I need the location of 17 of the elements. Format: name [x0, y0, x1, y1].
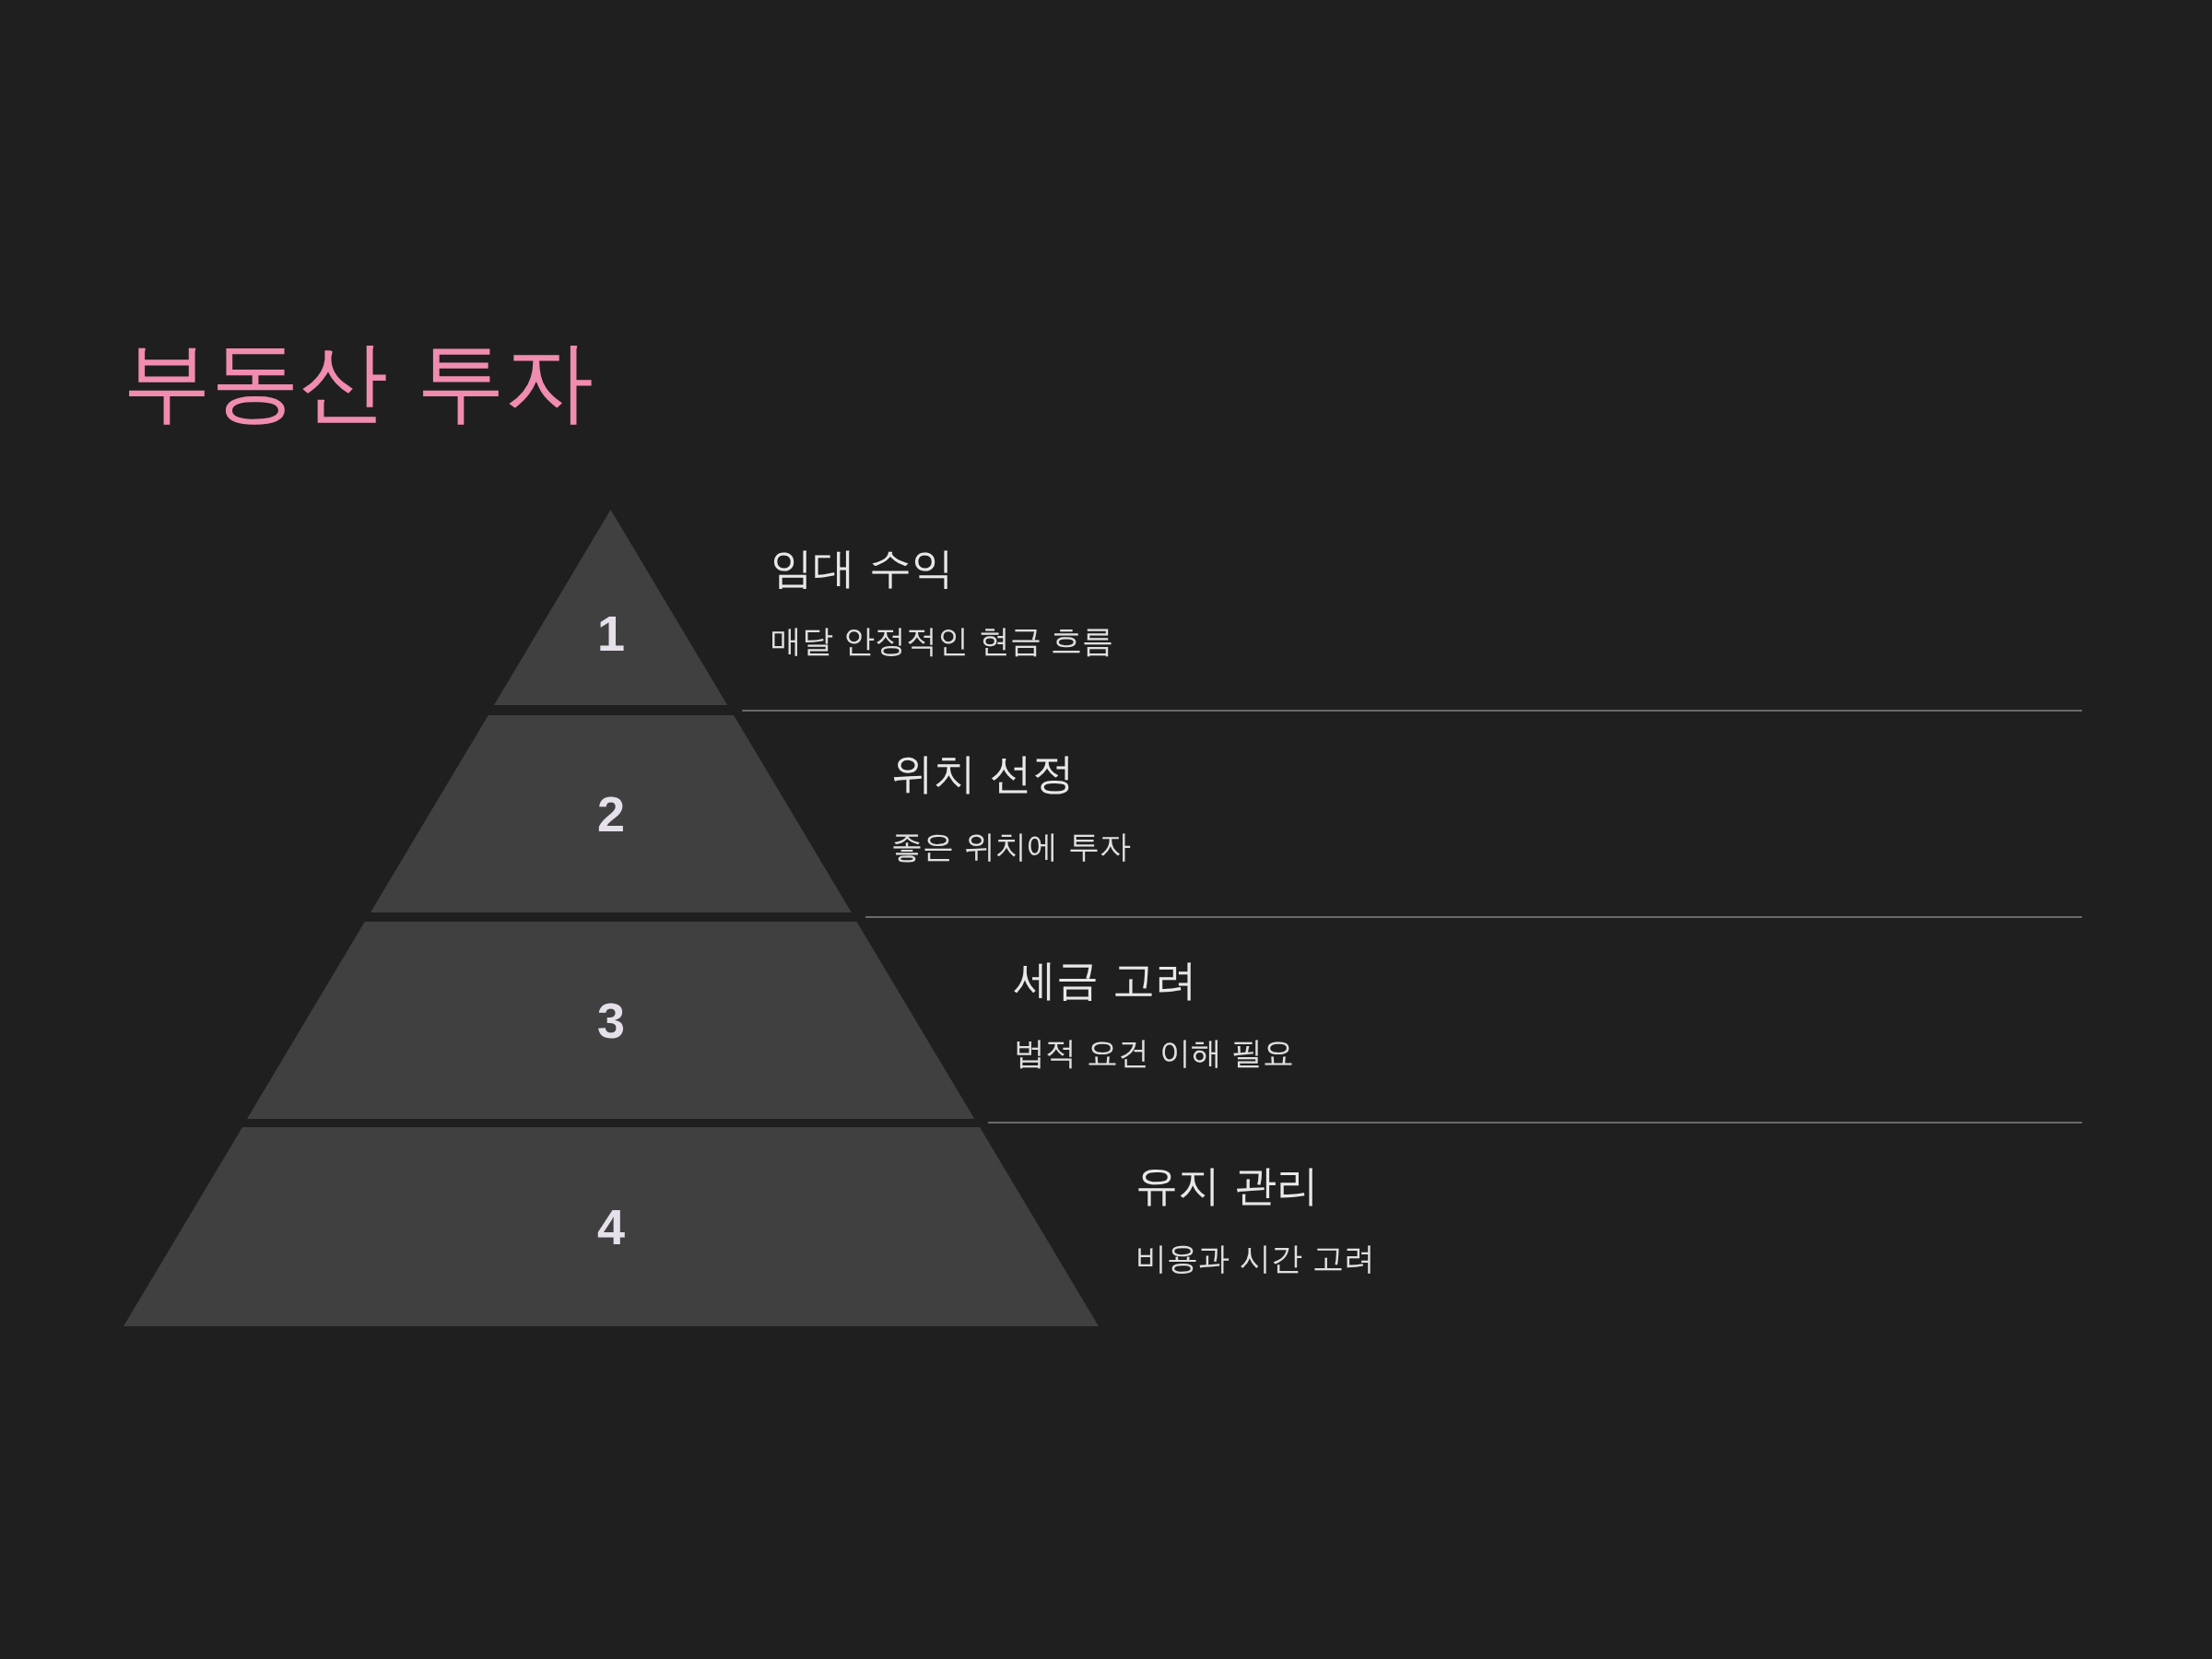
layer-number: 1: [596, 607, 625, 658]
layer-number: 3: [596, 995, 625, 1045]
layer-description: 법적 요건 이해 필요: [1014, 1036, 1295, 1071]
layer-heading: 임대 수익: [771, 545, 954, 592]
title: 부동산 투자: [123, 334, 594, 431]
layer-description: 비용과 시간 고려: [1135, 1241, 1375, 1277]
layer-heading: 위치 선정: [891, 750, 1075, 797]
layer-heading: 세금 고려: [1014, 957, 1197, 1004]
pyramid-layer: [371, 715, 852, 912]
layer-number: 4: [597, 1202, 625, 1252]
pyramid-top-triangle: [494, 510, 728, 705]
layer-description: 매달 안정적인 현금 흐름: [771, 624, 1114, 659]
layer-description: 좋은 위치에 투자: [891, 830, 1131, 865]
pyramid-layer: [124, 1127, 1099, 1326]
pyramid-layer: [247, 922, 975, 1119]
layer-heading: 유지 관리: [1135, 1162, 1319, 1209]
layer-number: 2: [596, 789, 625, 839]
